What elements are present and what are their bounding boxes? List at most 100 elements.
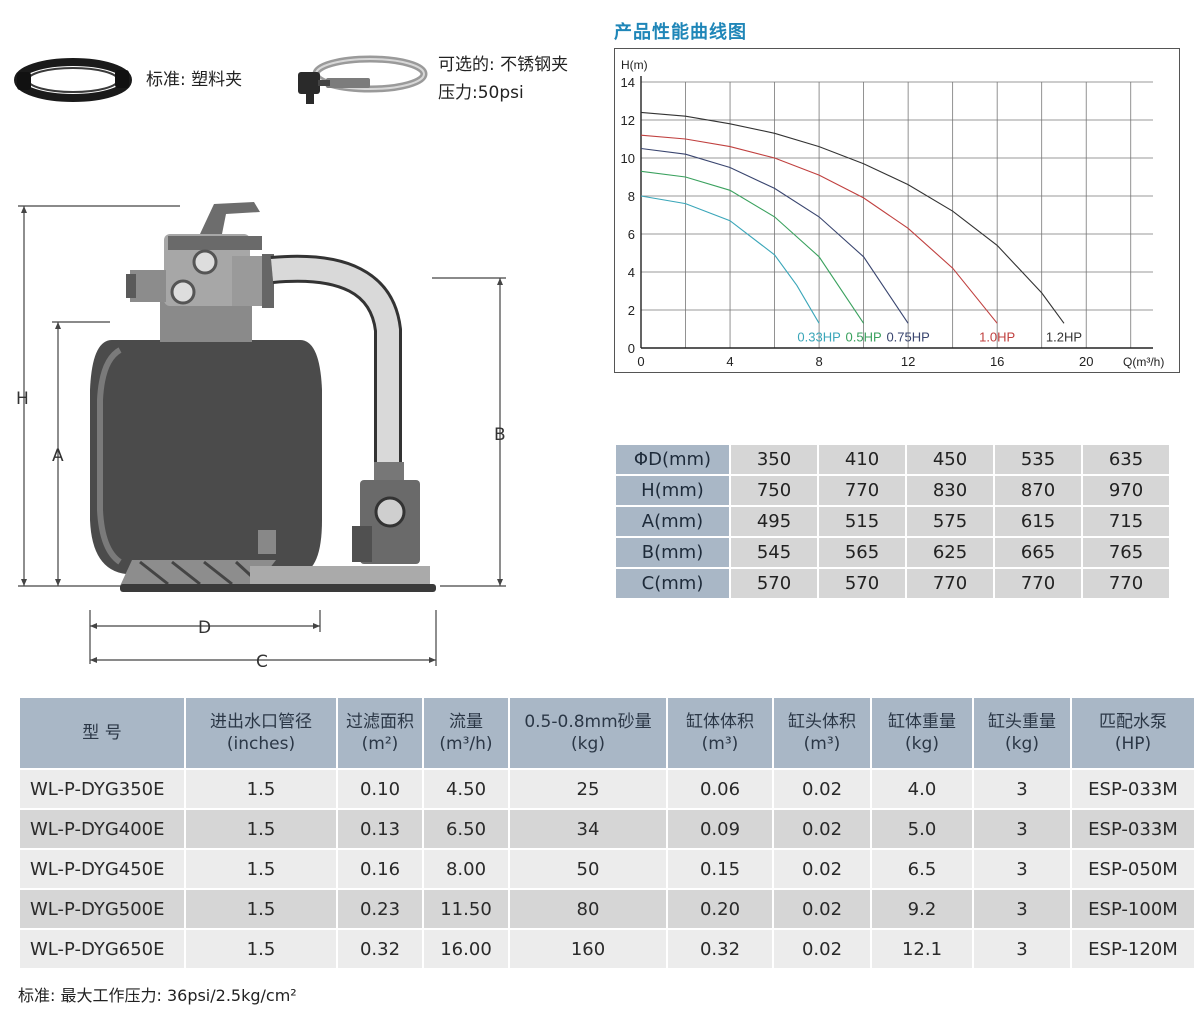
chart-x-axis-label: Q(m³/h) <box>1123 355 1164 369</box>
chart-title: 产品性能曲线图 <box>614 22 747 43</box>
spec-header: 型 号 <box>20 698 184 770</box>
dimension-cell: 830 <box>907 476 993 505</box>
dimension-label-h: H <box>16 389 29 409</box>
spec-cell: 11.50 <box>424 890 508 930</box>
spec-header-title: 匹配水泵 <box>1099 712 1167 732</box>
spec-cell: 0.09 <box>668 810 772 850</box>
dimension-cell: 770 <box>819 476 905 505</box>
spec-header-unit: (kg) <box>1005 734 1039 754</box>
spec-cell: 1.5 <box>186 810 336 850</box>
spec-header-unit: (HP) <box>1114 734 1152 754</box>
spec-cell: 0.02 <box>774 890 870 930</box>
spec-table: 型 号进出水口管径(inches)过滤面积(m²)流量(m³/h)0.5-0.8… <box>18 698 1196 970</box>
spec-cell: 34 <box>510 810 666 850</box>
dimension-cell: 770 <box>907 569 993 598</box>
spec-cell: 0.13 <box>338 810 422 850</box>
dimension-label-a: A <box>52 446 64 466</box>
spec-header-title: 缸体重量 <box>888 712 956 732</box>
spec-cell: 0.32 <box>668 930 772 970</box>
spec-cell: ESP-100M <box>1072 890 1194 930</box>
spec-header: 匹配水泵(HP) <box>1072 698 1194 770</box>
dimension-cell: 565 <box>819 538 905 567</box>
spec-header: 缸体重量(kg) <box>872 698 972 770</box>
dimension-cell: 635 <box>1083 445 1169 474</box>
dimension-row-label: A(mm) <box>616 507 729 536</box>
spec-header: 进出水口管径(inches) <box>186 698 336 770</box>
spec-model-cell: WL-P-DYG450E <box>20 850 184 890</box>
spec-cell: 160 <box>510 930 666 970</box>
spec-cell: ESP-050M <box>1072 850 1194 890</box>
chart-y-tick-label: 0 <box>628 341 635 356</box>
spec-cell: 5.0 <box>872 810 972 850</box>
spec-model-cell: WL-P-DYG400E <box>20 810 184 850</box>
chart-y-tick-label: 6 <box>628 227 635 242</box>
spec-header-title: 进出水口管径 <box>210 712 312 732</box>
spec-cell: 0.06 <box>668 770 772 810</box>
dimension-row-label: C(mm) <box>616 569 729 598</box>
spec-header-title: 型 号 <box>82 723 122 743</box>
spec-header: 流量(m³/h) <box>424 698 508 770</box>
dimension-cell: 575 <box>907 507 993 536</box>
spec-header-title: 流量 <box>449 712 483 732</box>
spec-cell: 12.1 <box>872 930 972 970</box>
chart-series-label: 0.33HP <box>797 329 840 344</box>
plastic-clamp-image <box>14 54 132 106</box>
spec-cell: 4.50 <box>424 770 508 810</box>
spec-cell: 0.16 <box>338 850 422 890</box>
spec-cell: ESP-033M <box>1072 770 1194 810</box>
filter-drawing <box>0 190 560 684</box>
spec-cell: 1.5 <box>186 890 336 930</box>
spec-cell: 0.32 <box>338 930 422 970</box>
spec-header-unit: (inches) <box>226 734 296 754</box>
spec-cell: 1.5 <box>186 930 336 970</box>
dimension-cell: 770 <box>995 569 1081 598</box>
spec-cell: 3 <box>974 890 1070 930</box>
spec-cell: 1.5 <box>186 850 336 890</box>
optional-clamp-label: 可选的: 不锈钢夹 <box>438 55 569 75</box>
chart-x-tick-label: 12 <box>901 354 915 369</box>
dimension-cell: 570 <box>731 569 817 598</box>
spec-header: 缸头体积(m³) <box>774 698 870 770</box>
dimension-cell: 615 <box>995 507 1081 536</box>
spec-cell: 1.5 <box>186 770 336 810</box>
spec-header: 过滤面积(m²) <box>338 698 422 770</box>
spec-cell: 3 <box>974 930 1070 970</box>
chart-x-tick-label: 16 <box>990 354 1004 369</box>
chart-series-line <box>640 147 909 324</box>
spec-cell: 6.5 <box>872 850 972 890</box>
dimension-cell: 535 <box>995 445 1081 474</box>
spec-cell: 0.15 <box>668 850 772 890</box>
chart-x-tick-label: 8 <box>815 354 822 369</box>
chart-y-tick-label: 12 <box>621 113 635 128</box>
dimension-label-b: B <box>494 425 506 445</box>
dimension-cell: 410 <box>819 445 905 474</box>
chart-series-line <box>640 170 865 324</box>
spec-cell: 3 <box>974 850 1070 890</box>
spec-cell: ESP-033M <box>1072 810 1194 850</box>
dimension-cell: 625 <box>907 538 993 567</box>
spec-cell: ESP-120M <box>1072 930 1194 970</box>
chart-series-line <box>640 195 820 324</box>
dimension-cell: 715 <box>1083 507 1169 536</box>
dimension-label-c: C <box>256 652 268 672</box>
chart-series-label: 1.0HP <box>979 329 1015 344</box>
spec-cell: 0.20 <box>668 890 772 930</box>
spec-header-title: 缸头重量 <box>988 712 1056 732</box>
spec-header-unit: (kg) <box>571 734 605 754</box>
spec-header-unit: (m²) <box>361 734 399 754</box>
spec-cell: 0.10 <box>338 770 422 810</box>
chart-x-tick-label: 0 <box>637 354 644 369</box>
chart-series-label: 1.2HP <box>1046 329 1082 344</box>
spec-cell: 3 <box>974 770 1070 810</box>
dimension-cell: 750 <box>731 476 817 505</box>
spec-header-unit: (kg) <box>905 734 939 754</box>
spec-header-title: 过滤面积 <box>346 712 414 732</box>
spec-header-title: 缸体体积 <box>686 712 754 732</box>
